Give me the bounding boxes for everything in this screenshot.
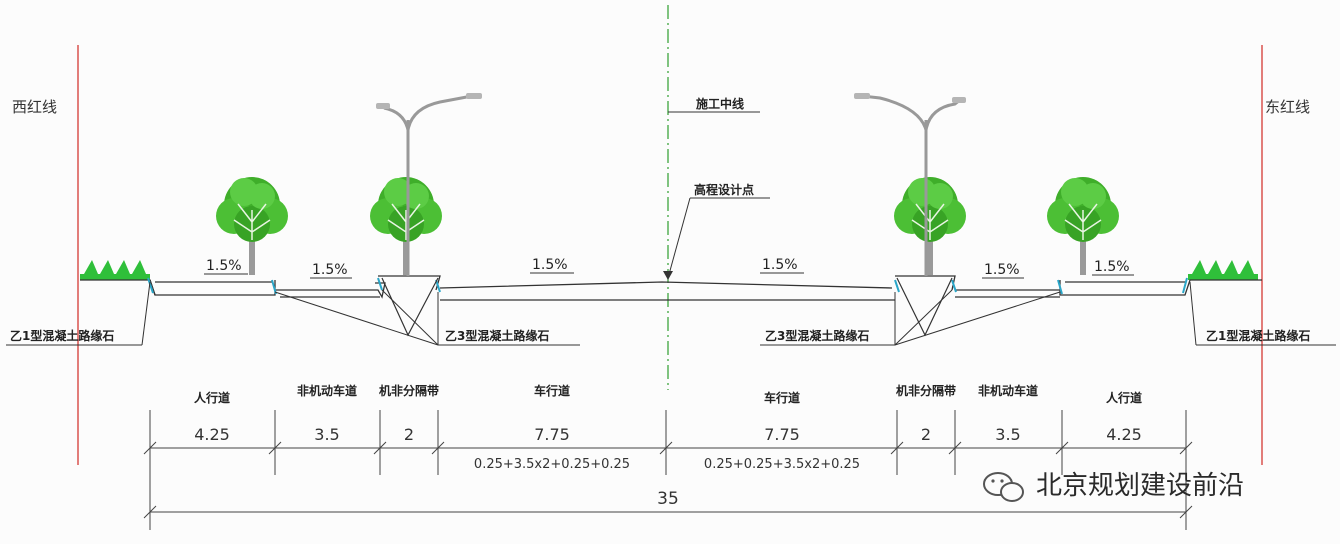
- slope-label: 1.5%: [206, 258, 242, 274]
- slope-labels: 1.5% 1.5% 1.5% 1.5% 1.5% 1.5%: [204, 257, 1134, 279]
- grass-icon: [1188, 260, 1258, 280]
- lamp-head: [466, 93, 482, 99]
- lamp-head: [854, 93, 870, 99]
- section-width: 3.5: [314, 425, 339, 444]
- west-red-line-label: 西红线: [12, 98, 57, 116]
- tree-icon: [369, 176, 443, 276]
- section-detail: 0.25+3.5x2+0.25+0.25: [474, 457, 630, 472]
- total-width: 35: [657, 489, 679, 509]
- dimension-lines: [143, 410, 1193, 530]
- section-labels: 人行道 4.25 非机动车道 3.5 机非分隔带 2 车行道 7.75 0.25…: [194, 383, 1142, 472]
- section-width: 3.5: [995, 425, 1020, 444]
- section-name: 非机动车道: [297, 383, 357, 398]
- section-width: 7.75: [534, 425, 570, 444]
- lamp-head: [952, 97, 966, 103]
- section-width: 7.75: [764, 425, 800, 444]
- tree-icon: [893, 176, 967, 276]
- grass-icon: [80, 260, 150, 280]
- slope-label: 1.5%: [984, 262, 1020, 278]
- section-name: 机非分隔带: [379, 383, 439, 398]
- curb-b1-left-label: 乙1型混凝土路缘石: [10, 328, 114, 343]
- section-name: 车行道: [764, 390, 800, 405]
- section-name: 机非分隔带: [896, 383, 956, 398]
- curb-marks: [147, 277, 1188, 295]
- section-name: 车行道: [534, 383, 570, 398]
- curb-b3-right-label: 乙3型混凝土路缘石: [765, 328, 869, 343]
- road-profile: [80, 275, 1262, 301]
- section-width: 4.25: [1106, 425, 1142, 444]
- watermark-text: 北京规划建设前沿: [1036, 471, 1244, 501]
- slope-label: 1.5%: [1094, 259, 1130, 275]
- lamp-head: [376, 103, 390, 109]
- section-name: 人行道: [1106, 390, 1142, 405]
- design-point-arrow: [663, 271, 673, 280]
- design-point-label: 高程设计点: [694, 182, 754, 197]
- section-name: 人行道: [194, 390, 230, 405]
- street-lamp-icon: [861, 94, 961, 276]
- section-name: 非机动车道: [978, 383, 1038, 398]
- slope-label: 1.5%: [312, 262, 348, 278]
- east-red-line-label: 东红线: [1265, 98, 1310, 116]
- slope-label: 1.5%: [762, 257, 798, 273]
- section-width: 2: [404, 425, 414, 444]
- section-width: 2: [921, 425, 931, 444]
- centerline-label: 施工中线: [696, 96, 744, 111]
- curb-b1-right-label: 乙1型混凝土路缘石: [1206, 328, 1310, 343]
- section-width: 4.25: [194, 425, 230, 444]
- wechat-icon: [983, 472, 1024, 502]
- slope-label: 1.5%: [532, 257, 568, 273]
- section-detail: 0.25+0.25+3.5x2+0.25: [704, 457, 860, 472]
- curb-b3-left-label: 乙3型混凝土路缘石: [445, 328, 549, 343]
